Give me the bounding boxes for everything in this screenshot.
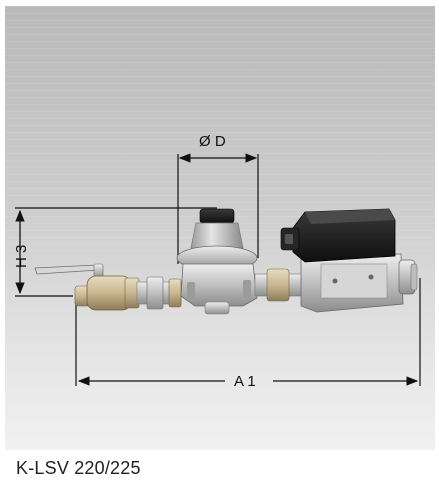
connecting-pipe — [254, 268, 308, 302]
regulator-lower-port — [204, 301, 230, 315]
height-label: H 3 — [13, 245, 30, 268]
length-dimension: A 1 — [75, 278, 421, 390]
regulator-bolt-right — [243, 280, 251, 298]
height-dimension: H 3 — [13, 207, 217, 297]
diameter-label: Ø D — [199, 133, 226, 150]
outlet-fitting-lip — [410, 263, 418, 291]
solenoid-valve — [280, 208, 418, 313]
regulator-dome — [190, 222, 244, 249]
valve-screw-2 — [368, 274, 374, 280]
valve-screw-1 — [332, 278, 338, 284]
valve-assembly-drawing: Ø D H 3 A 1 — [13, 133, 421, 390]
valve-body-panel — [320, 263, 388, 299]
pressure-regulator — [176, 208, 258, 315]
pipe-union — [146, 276, 164, 310]
actuator-top-face — [305, 209, 395, 224]
regulator-cap — [199, 208, 235, 224]
connecting-pipe-nut — [266, 268, 290, 302]
ball-valve — [34, 263, 140, 311]
regulator-bolt-left — [187, 282, 195, 300]
length-label: A 1 — [234, 373, 256, 390]
diameter-dimension: Ø D — [177, 133, 259, 264]
inlet-pipe — [136, 276, 182, 310]
regulator-body — [180, 263, 258, 307]
pipe-nut — [168, 278, 182, 308]
ball-valve-body — [86, 275, 132, 311]
actuator-connector-plug — [285, 234, 293, 244]
product-caption: K-LSV 220/225 — [16, 458, 141, 478]
ball-valve-handle — [34, 264, 100, 275]
